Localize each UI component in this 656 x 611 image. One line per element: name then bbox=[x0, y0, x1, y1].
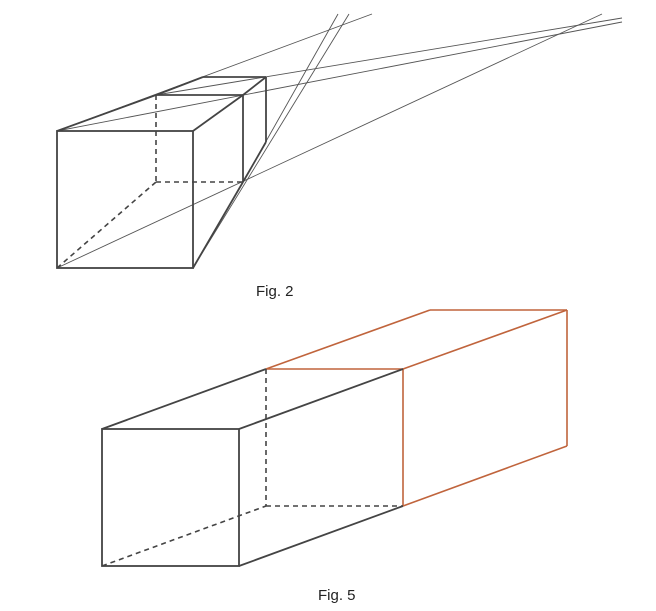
fig5-extension-edges bbox=[265, 309, 568, 507]
ext-top-left bbox=[155, 76, 204, 96]
fig2-construction-lines bbox=[56, 13, 623, 269]
top-right-edge bbox=[192, 94, 244, 132]
construction-ray bbox=[155, 17, 623, 96]
top-left-edge bbox=[56, 94, 157, 132]
ext-bottom-right bbox=[242, 141, 267, 183]
fig2-caption: Fig. 2 bbox=[256, 283, 294, 300]
construction-ray bbox=[56, 21, 623, 132]
bottom-right-edge bbox=[192, 181, 244, 269]
top-left-edge bbox=[101, 368, 267, 430]
fig5-caption: Fig. 5 bbox=[318, 587, 356, 604]
construction-ray bbox=[56, 13, 603, 269]
ext-top-right bbox=[402, 309, 568, 370]
front-face bbox=[101, 428, 240, 567]
ext-top-left bbox=[265, 309, 431, 370]
ext-top-right bbox=[242, 76, 267, 96]
top-right-edge bbox=[238, 368, 404, 430]
fig5-diagram bbox=[101, 309, 568, 567]
hidden-bottom-left bbox=[56, 181, 157, 269]
fig2-cube-edges bbox=[56, 76, 267, 269]
hidden-bottom-left bbox=[101, 505, 267, 567]
bottom-right-edge bbox=[238, 505, 404, 567]
fig2-hidden-edges bbox=[56, 95, 243, 269]
front-face bbox=[56, 130, 194, 269]
ext-bottom-right bbox=[402, 445, 568, 507]
fig2-diagram bbox=[56, 13, 623, 269]
construction-ray bbox=[192, 13, 350, 269]
fig5-hidden-edges bbox=[101, 369, 403, 567]
fig5-cube-edges bbox=[101, 368, 404, 567]
